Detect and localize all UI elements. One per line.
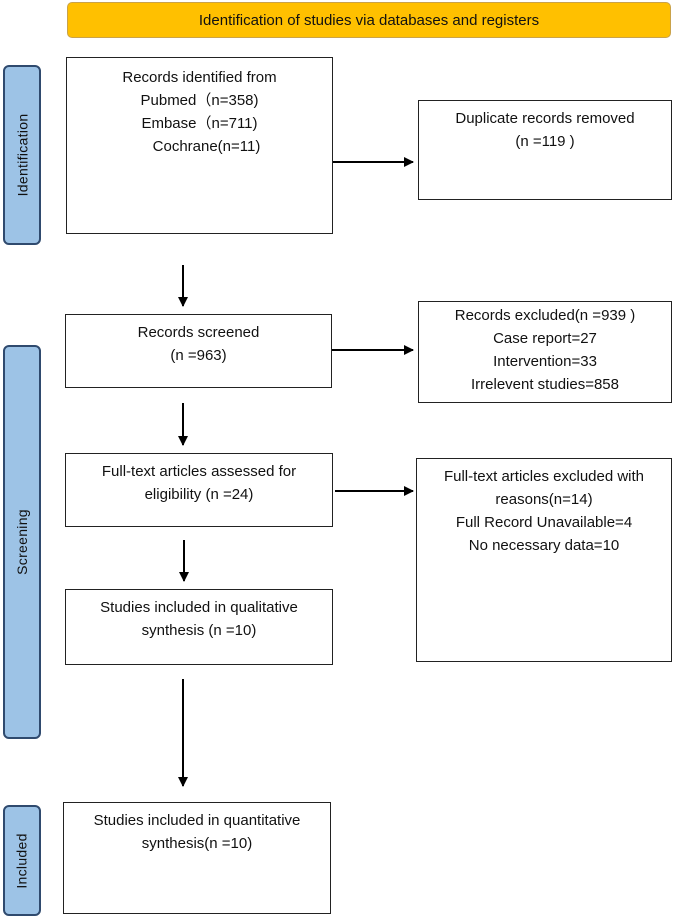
box-line: Cochrane(n=11) <box>152 138 261 155</box>
box-line: Studies included in quantitative <box>93 812 301 829</box>
box-line: Irrelevent studies=858 <box>470 376 619 393</box>
identification-banner: Identification of studies via databases … <box>67 2 671 38</box>
box-line: synthesis (n =10) <box>141 622 257 639</box>
box-line: Embase（n=711) <box>141 115 258 132</box>
box-line: Duplicate records removed <box>455 110 635 127</box>
banner-title: Identification of studies via databases … <box>198 11 540 29</box>
qualitative-synthesis-box: Studies included in qualitative synthesi… <box>65 589 333 665</box>
phase-identification: Identification <box>3 65 41 245</box>
box-line: (n =119 ) <box>515 133 575 150</box>
box-line: Records excluded(n =939 ) <box>454 307 636 324</box>
records-identified-box: Records identified from Pubmed（n=358) Em… <box>66 57 333 234</box>
records-excluded-box: Records excluded(n =939 ) Case report=27… <box>418 301 672 403</box>
box-line: eligibility (n =24) <box>144 486 254 503</box>
box-line: Full Record Unavailable=4 <box>455 514 633 531</box>
box-line: (n =963) <box>170 347 227 364</box>
box-line: Case report=27 <box>493 330 597 347</box>
records-screened-box: Records screened (n =963) <box>65 314 332 388</box>
box-line: Pubmed（n=358) <box>140 92 259 109</box>
fulltext-excluded-box: Full-text articles excluded with reasons… <box>416 458 672 662</box>
box-line: Full-text articles assessed for <box>101 463 297 480</box>
fulltext-assessed-box: Full-text articles assessed for eligibil… <box>65 453 333 527</box>
box-line: Records identified from <box>122 69 277 86</box>
box-line: No necessary data=10 <box>468 537 620 554</box>
box-line: reasons(n=14) <box>495 491 593 508</box>
box-line: Full-text articles excluded with <box>443 468 645 485</box>
quantitative-synthesis-box: Studies included in quantitative synthes… <box>63 802 331 914</box>
duplicates-removed-box: Duplicate records removed (n =119 ) <box>418 100 672 200</box>
box-line: Intervention=33 <box>493 353 597 370</box>
box-line: Records screened <box>137 324 260 341</box>
phase-screening: Screening <box>3 345 41 739</box>
box-line: synthesis(n =10) <box>141 835 253 852</box>
box-line: Studies included in qualitative <box>100 599 298 616</box>
phase-included: Included <box>3 805 41 916</box>
